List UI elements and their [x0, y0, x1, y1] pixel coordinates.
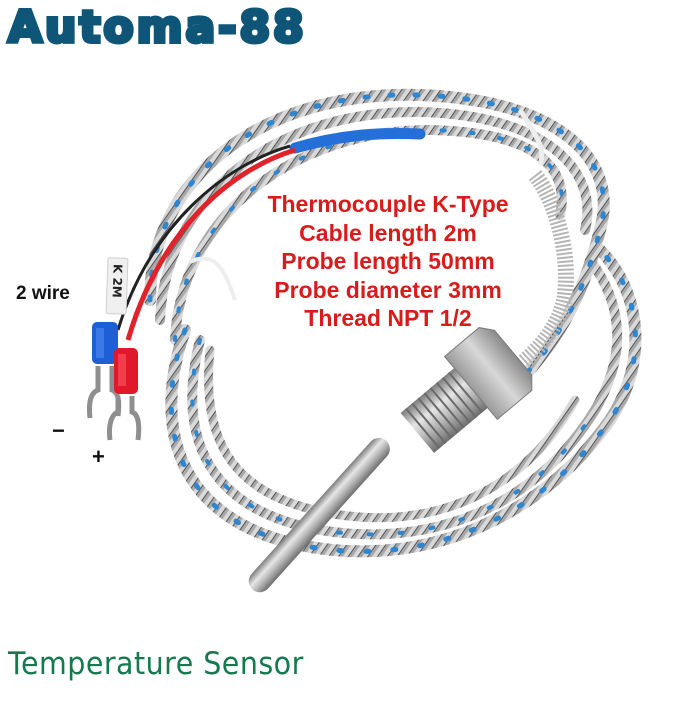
positive-spade-terminal — [107, 348, 142, 441]
spec-list: Thermocouple K-Type Cable length 2m Prob… — [238, 190, 538, 333]
spring-strain-relief — [500, 170, 574, 382]
probe-sheath — [248, 437, 390, 593]
wire-count-label: 2 wire — [16, 283, 70, 304]
negative-polarity-label: − — [52, 418, 65, 443]
spec-probe-diameter: Probe diameter 3mm — [274, 276, 502, 303]
black-lead-wire — [116, 144, 291, 331]
cable-tag: K 2M — [105, 257, 129, 315]
positive-polarity-label: + — [92, 444, 105, 469]
spec-probe-length: Probe length 50mm — [281, 248, 495, 274]
hex-nut — [443, 327, 533, 421]
svg-text:K 2M: K 2M — [110, 264, 125, 298]
brand-logo: Automa-88 — [6, 0, 307, 55]
red-lead-wire — [125, 147, 296, 341]
npt-thread-fitting — [400, 327, 533, 453]
heat-shrink-sleeve — [289, 127, 426, 154]
cable-tie — [517, 108, 545, 166]
spec-thread: Thread NPT 1/2 — [304, 305, 472, 331]
spec-type: Thermocouple K-Type — [267, 191, 509, 217]
cable-tie — [189, 256, 237, 301]
product-title: Temperature Sensor — [8, 646, 304, 682]
spec-cable-length: Cable length 2m — [299, 219, 477, 246]
